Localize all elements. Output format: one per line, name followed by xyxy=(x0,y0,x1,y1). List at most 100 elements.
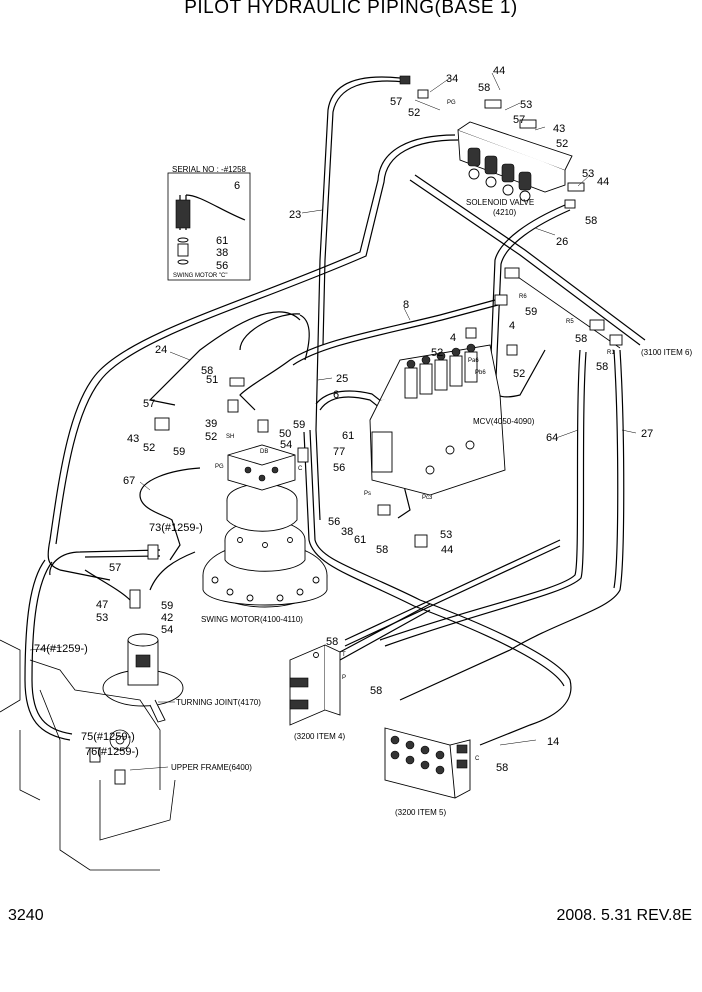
mcv xyxy=(369,343,506,496)
callout: 26 xyxy=(556,236,568,248)
callout: 59 xyxy=(161,600,173,612)
callout: 44 xyxy=(493,65,505,77)
hose-to-turning-joint xyxy=(84,551,196,601)
callout: 44 xyxy=(441,544,453,556)
callout: 57 xyxy=(390,96,402,108)
callout: 53 xyxy=(440,529,452,541)
callout: 58 xyxy=(596,361,608,373)
serial-item: 38 xyxy=(216,247,228,259)
hose-73 xyxy=(49,549,161,576)
callout: 25 xyxy=(336,373,348,385)
callout: 76(#1259-) xyxy=(85,746,139,758)
revision-date: 2008. 5.31 REV.8E xyxy=(556,907,692,924)
page-title: PILOT HYDRAULIC PIPING(BASE 1) xyxy=(184,0,518,18)
hose-item4 xyxy=(339,539,561,661)
port-mark: R1 xyxy=(607,350,615,356)
callout: 52 xyxy=(205,431,217,443)
hose-bundle-right xyxy=(409,174,646,349)
port-mark: PG xyxy=(215,464,224,470)
port-mark: T xyxy=(342,652,346,658)
callout: 4 xyxy=(509,320,515,332)
port-mark: C xyxy=(298,466,303,472)
port-mark: R5 xyxy=(566,319,574,325)
serial-box-text: SERIAL NO : -#1258 6 61 38 56 SWING MOTO… xyxy=(172,165,247,279)
callout: 14 xyxy=(547,736,559,748)
callout: 58 xyxy=(478,82,490,94)
item-3200-5-label: (3200 ITEM 5) xyxy=(395,808,446,817)
port-mark: Pc3 xyxy=(422,495,433,501)
callout: 59 xyxy=(173,446,185,458)
callout: 57 xyxy=(513,114,525,126)
solenoid-valve xyxy=(457,121,573,202)
callout: 75(#1259-) xyxy=(81,731,135,743)
port-mark: Pa6 xyxy=(468,358,479,364)
callout: 59 xyxy=(525,306,537,318)
callout: 58 xyxy=(496,762,508,774)
page-number: 3240 xyxy=(8,907,44,924)
upper-frame-label: UPPER FRAME(6400) xyxy=(171,763,252,772)
callout: 39 xyxy=(205,418,217,430)
item-3200-4 xyxy=(289,644,341,726)
port-mark: Ps xyxy=(364,491,371,497)
callout: 52 xyxy=(431,347,443,359)
callout: 27 xyxy=(641,428,653,440)
callout: 52 xyxy=(143,442,155,454)
item-3100-label: (3100 ITEM 6) xyxy=(641,348,692,357)
serial-item: 61 xyxy=(216,235,228,247)
callout: 73(#1259-) xyxy=(149,522,203,534)
port-mark: R6 xyxy=(519,294,527,300)
callout: 52 xyxy=(556,138,568,150)
callout: 38 xyxy=(341,526,353,538)
callout: 56 xyxy=(328,516,340,528)
serial-caption: SWING MOTOR "C" xyxy=(173,273,227,279)
turning-joint-label: TURNING JOINT(4170) xyxy=(176,698,261,707)
solenoid-valve-label: SOLENOID VALVE xyxy=(466,198,534,207)
serial-header: SERIAL NO : -#1258 xyxy=(172,165,247,174)
callout: 54 xyxy=(280,439,292,451)
solenoid-valve-number: (4210) xyxy=(493,208,516,217)
callout: 77 xyxy=(333,446,345,458)
callout: 58 xyxy=(376,544,388,556)
callout: 6 xyxy=(333,389,339,401)
callout: 58 xyxy=(326,636,338,648)
hose-24 xyxy=(148,311,301,406)
hose-67 xyxy=(139,467,201,561)
swing-motor xyxy=(202,444,328,608)
port-mark: SH xyxy=(226,434,234,440)
hose-27 xyxy=(399,349,625,701)
callout: 56 xyxy=(333,462,345,474)
fittings xyxy=(89,75,623,785)
callout: 43 xyxy=(553,123,565,135)
callout: 61 xyxy=(354,534,366,546)
callout: 57 xyxy=(109,562,121,574)
callout: 58 xyxy=(370,685,382,697)
callout: 74(#1259-) xyxy=(34,643,88,655)
callout: 42 xyxy=(161,612,173,624)
port-mark: C xyxy=(475,756,480,762)
hose-14 xyxy=(303,429,572,746)
leader-lines xyxy=(29,72,637,771)
callout: 67 xyxy=(123,475,135,487)
hose-26 xyxy=(489,204,571,398)
callout: 23 xyxy=(289,209,301,221)
port-mark: DB xyxy=(260,449,268,455)
serial-box xyxy=(167,172,251,281)
callout: 58 xyxy=(201,365,213,377)
callout: 53 xyxy=(582,168,594,180)
callouts: 34 58 44 57 52 53 57 43 52 53 44 58 26 2… xyxy=(34,65,653,774)
callout: 58 xyxy=(575,333,587,345)
callout: 47 xyxy=(96,599,108,611)
hose-64 xyxy=(379,349,587,647)
component-captions: SOLENOID VALVE (4210) MCV(4050-4090) SWI… xyxy=(171,198,692,817)
hose-23 xyxy=(315,76,406,521)
item-3200-4-label: (3200 ITEM 4) xyxy=(294,732,345,741)
hose-swing-loop xyxy=(239,313,310,361)
turning-joint xyxy=(102,633,184,723)
callout: 64 xyxy=(546,432,558,444)
callout: 50 xyxy=(279,428,291,440)
callout: 52 xyxy=(408,107,420,119)
callout: 57 xyxy=(143,398,155,410)
mcv-label: MCV(4050-4090) xyxy=(473,417,535,426)
port-mark: PG xyxy=(447,100,456,106)
